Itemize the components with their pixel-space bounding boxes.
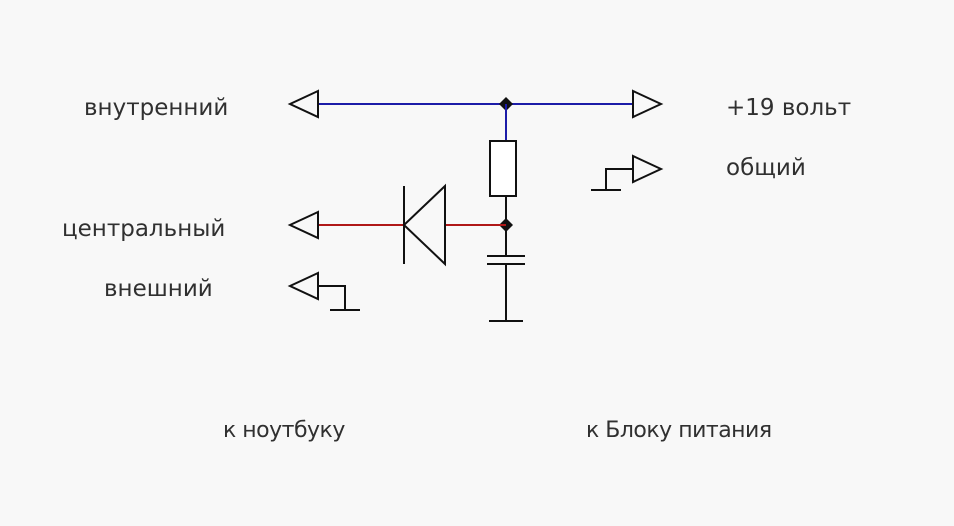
- label-central: центральный: [62, 216, 226, 242]
- label-plus19: +19 вольт: [726, 95, 852, 121]
- label-to-psu: к Блоку питания: [586, 418, 772, 443]
- connector-common-ground: [605, 168, 633, 190]
- connector-external-arrow: [287, 271, 319, 301]
- label-common: общий: [726, 155, 806, 181]
- diode: [402, 183, 446, 267]
- diode-triangle: [402, 183, 446, 267]
- connector-central-arrow: [287, 210, 319, 240]
- label-external: внешний: [104, 276, 213, 302]
- resistor: [489, 140, 517, 197]
- connector-internal-arrow: [287, 89, 319, 119]
- label-to-laptop: к ноутбуку: [223, 418, 345, 443]
- label-internal: внутренний: [84, 95, 229, 121]
- connector-common-arrow: [632, 154, 664, 184]
- connector-plus19-arrow: [632, 89, 664, 119]
- connector-external-ground: [318, 285, 346, 310]
